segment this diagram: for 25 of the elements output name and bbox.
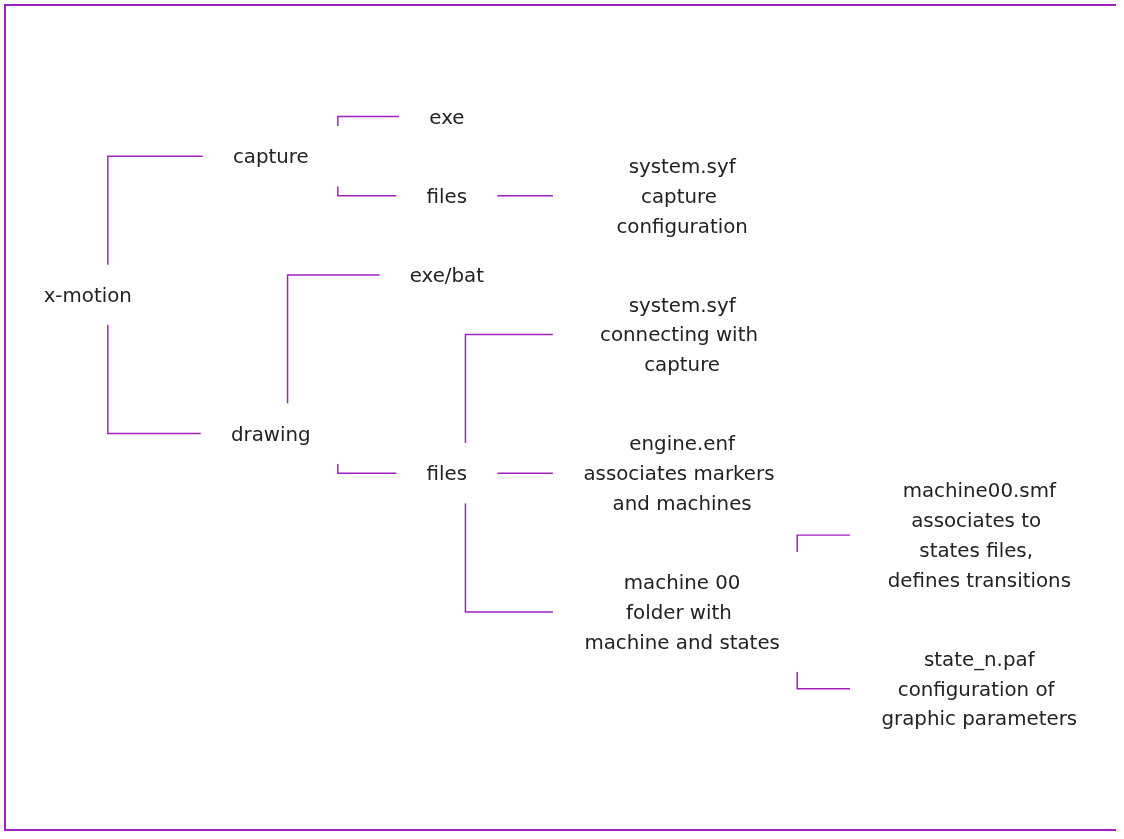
connector [337, 185, 398, 197]
connector [337, 462, 398, 474]
node-text: exe [429, 104, 465, 129]
connector [496, 195, 555, 197]
connector [796, 670, 852, 690]
node-text: capture [232, 144, 309, 169]
node-text: system.syf connecting with capture [600, 292, 758, 377]
node-text: drawing [230, 421, 311, 446]
connector [464, 333, 555, 445]
node-text: engine.enf associates markers and machines [583, 431, 775, 515]
node-text: files [426, 183, 468, 208]
connector [496, 472, 555, 474]
connector [796, 534, 852, 554]
node-text: machine 00 folder with machine and states [584, 570, 780, 654]
node-text: machine00.smf associates to states files, defines transitions [887, 478, 1071, 592]
connector [286, 274, 381, 405]
connector [107, 155, 204, 266]
connector [464, 502, 555, 613]
node-text: x-motion [43, 283, 132, 307]
node-text: files [426, 461, 468, 486]
connector [107, 323, 202, 435]
connector [337, 115, 401, 128]
node-text: exe/bat [409, 263, 485, 287]
node-text: state_n.paf configuration of graphic parameters [881, 647, 1078, 731]
node-text: system.syf capture configuration [616, 154, 748, 238]
